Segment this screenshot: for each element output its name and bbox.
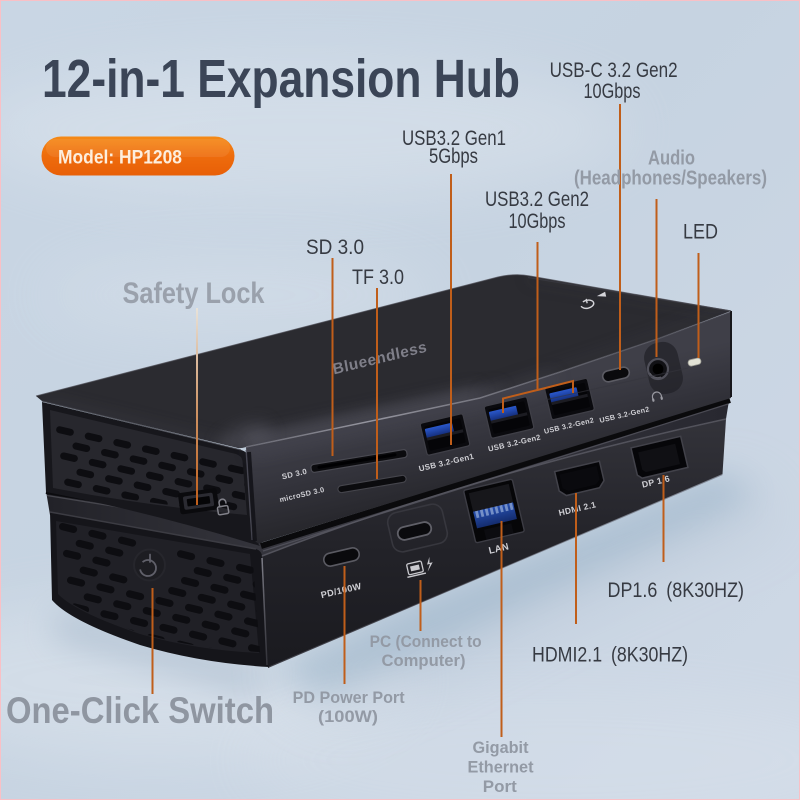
svg-text:HDMI2.1 (8K30HZ): HDMI2.1 (8K30HZ) [532,644,688,667]
svg-text:(Headphones/Speakers): (Headphones/Speakers) [574,168,767,190]
svg-text:LED: LED [683,221,718,244]
svg-text:Port: Port [483,777,517,796]
svg-text:Ethernet: Ethernet [468,758,534,777]
svg-text:12-in-1 Expansion Hub: 12-in-1 Expansion Hub [42,49,520,109]
svg-text:Computer): Computer) [382,651,466,670]
svg-text:One-Click Switch: One-Click Switch [6,690,274,731]
svg-text:Audio: Audio [648,148,695,170]
svg-text:Gigabit: Gigabit [473,738,529,757]
svg-text:5Gbps: 5Gbps [429,145,478,168]
svg-text:TF 3.0: TF 3.0 [352,266,404,289]
svg-text:USB3.2 Gen2: USB3.2 Gen2 [485,188,589,211]
svg-text:Model: HP1208: Model: HP1208 [58,148,182,169]
svg-text:PC (Connect to: PC (Connect to [370,632,482,651]
svg-text:USB-C 3.2 Gen2: USB-C 3.2 Gen2 [550,59,678,82]
svg-text:DP1.6 (8K30HZ): DP1.6 (8K30HZ) [608,579,745,602]
svg-text:(100W): (100W) [318,707,378,726]
svg-text:PD Power Port: PD Power Port [293,688,405,707]
svg-text:LAN: LAN [488,541,510,556]
svg-text:10Gbps: 10Gbps [509,210,566,233]
svg-text:SD 3.0: SD 3.0 [306,236,364,259]
svg-text:USB3.2 Gen1: USB3.2 Gen1 [402,127,506,150]
svg-text:10Gbps: 10Gbps [584,80,641,103]
svg-text:Safety Lock: Safety Lock [123,277,265,310]
